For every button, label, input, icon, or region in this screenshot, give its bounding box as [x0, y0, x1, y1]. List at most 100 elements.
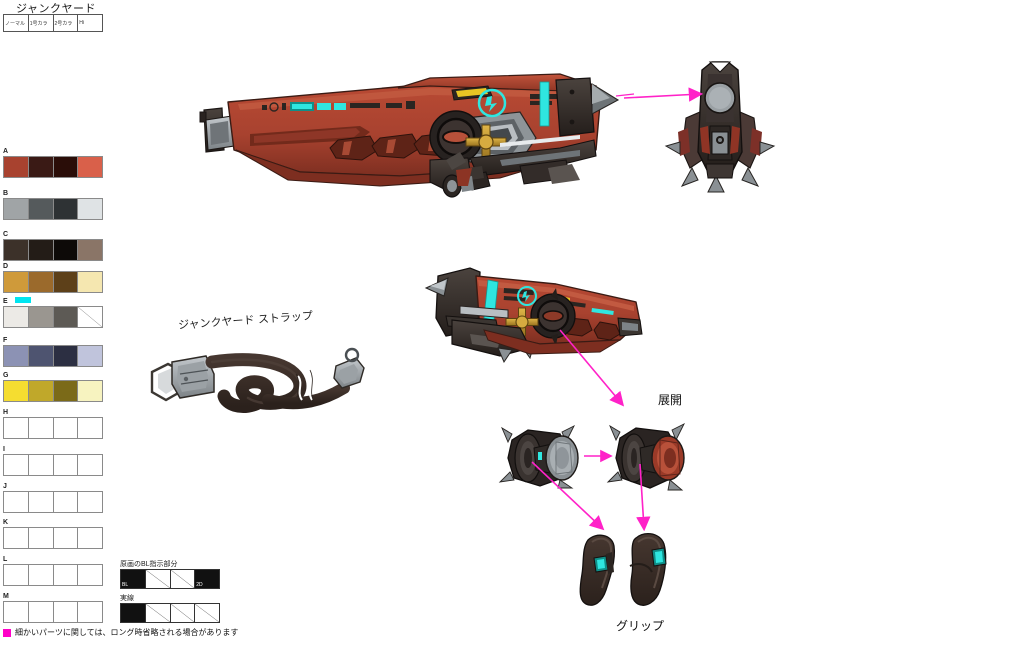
palette-swatch-k-1[interactable] [28, 528, 54, 548]
palette-swatch-f-0[interactable] [4, 346, 29, 366]
palette-swatch-c-2[interactable] [53, 240, 79, 260]
palette-swatch-e-0[interactable] [4, 307, 29, 327]
variant-cell-2[interactable]: 2号カラ [54, 15, 79, 31]
palette-swatch-j-0[interactable] [4, 492, 29, 512]
palette-row-m: M [3, 593, 103, 623]
palette-swatch-e-2[interactable] [53, 307, 79, 327]
mini-table-cell-0-2[interactable] [170, 570, 196, 588]
palette-swatch-b-2[interactable] [53, 199, 79, 219]
palette-row-label: A [3, 148, 9, 155]
palette-row-c: C [3, 231, 103, 261]
palette-swatch-b-3[interactable] [78, 199, 102, 219]
palette-swatch-group [3, 306, 103, 328]
palette-swatch-l-2[interactable] [53, 565, 79, 585]
palette-swatch-k-2[interactable] [53, 528, 79, 548]
palette-swatch-g-0[interactable] [4, 381, 29, 401]
palette-row-i: I [3, 446, 103, 476]
mini-table-cell-0-3[interactable]: 2D [195, 570, 219, 588]
palette-swatch-f-3[interactable] [78, 346, 102, 366]
palette-row-h: H [3, 409, 103, 439]
palette-row-l: L [3, 556, 103, 586]
footer-marker-icon [3, 628, 11, 637]
palette-swatch-c-0[interactable] [4, 240, 29, 260]
palette-swatch-j-2[interactable] [53, 492, 79, 512]
palette-swatch-a-3[interactable] [78, 157, 102, 177]
mini-table-cell-0-1[interactable] [145, 570, 171, 588]
mechanism-open [606, 422, 686, 491]
palette-swatch-e-1[interactable] [28, 307, 54, 327]
palette-swatch-h-0[interactable] [4, 418, 29, 438]
palette-swatch-l-3[interactable] [78, 565, 102, 585]
palette-swatch-h-1[interactable] [28, 418, 54, 438]
palette-swatch-e-3[interactable] [78, 307, 102, 327]
palette-swatch-f-1[interactable] [28, 346, 54, 366]
palette-row-label: K [3, 519, 9, 526]
palette-swatch-d-2[interactable] [53, 272, 79, 292]
palette-swatch-d-3[interactable] [78, 272, 102, 292]
palette-swatch-l-0[interactable] [4, 565, 29, 585]
palette-row-e: E [3, 297, 103, 328]
palette-swatch-b-0[interactable] [4, 199, 29, 219]
palette-swatch-h-3[interactable] [78, 418, 102, 438]
palette-swatch-m-3[interactable] [78, 602, 102, 622]
palette-swatch-a-2[interactable] [53, 157, 79, 177]
palette-swatch-i-0[interactable] [4, 455, 29, 475]
palette-swatch-h-2[interactable] [53, 418, 79, 438]
palette-swatch-j-3[interactable] [78, 492, 102, 512]
palette-swatch-group [3, 491, 103, 513]
palette-swatch-k-3[interactable] [78, 528, 102, 548]
grip-right [629, 533, 667, 606]
palette-swatch-m-2[interactable] [53, 602, 79, 622]
palette-swatch-group [3, 156, 103, 178]
grip-left [579, 534, 616, 606]
mini-table-grid [120, 603, 220, 623]
page-title: ジャンクヤード [16, 3, 96, 15]
palette-row-j: J [3, 483, 103, 513]
palette-swatch-c-1[interactable] [28, 240, 54, 260]
palette-swatch-group [3, 564, 103, 586]
palette-row-b: B [3, 190, 103, 220]
palette-row-label: D [3, 263, 9, 270]
palette-swatch-i-3[interactable] [78, 455, 102, 475]
palette-row-label: J [3, 483, 7, 490]
palette-swatch-group [3, 380, 103, 402]
palette-row-label: H [3, 409, 9, 416]
palette-swatch-c-3[interactable] [78, 240, 102, 260]
palette-swatch-m-0[interactable] [4, 602, 29, 622]
palette-swatch-g-1[interactable] [28, 381, 54, 401]
mini-table-cell-0-0[interactable]: BL [121, 570, 146, 588]
footer-note-text: 細かいパーツに関しては、ロング時省略される場合があります [15, 628, 239, 637]
variant-cell-0[interactable]: ノーマル [4, 15, 29, 31]
palette-swatch-g-2[interactable] [53, 381, 79, 401]
palette-swatch-f-2[interactable] [53, 346, 79, 366]
weapon-front-view [664, 61, 776, 193]
palette-swatch-l-1[interactable] [28, 565, 54, 585]
palette-swatch-j-1[interactable] [28, 492, 54, 512]
weapon-second-view [424, 267, 643, 364]
variant-cell-1[interactable]: 1号カラ [29, 15, 54, 31]
palette-row-label: B [3, 190, 9, 197]
palette-row-label: C [3, 231, 9, 238]
mini-table-cell-1-3[interactable] [195, 604, 219, 622]
palette-row-marker-icon [15, 297, 31, 303]
strap-illustration [150, 347, 365, 413]
palette-swatch-k-0[interactable] [4, 528, 29, 548]
variant-cell-3[interactable]: Hi [79, 20, 84, 26]
palette-swatch-m-1[interactable] [28, 602, 54, 622]
palette-swatch-i-2[interactable] [53, 455, 79, 475]
palette-row-label: G [3, 372, 9, 379]
palette-swatch-a-1[interactable] [28, 157, 54, 177]
annotation-deploy-label: 展開 [658, 393, 683, 407]
palette-swatch-d-1[interactable] [28, 272, 54, 292]
palette-swatch-b-1[interactable] [28, 199, 54, 219]
palette-swatch-i-1[interactable] [28, 455, 54, 475]
palette-swatch-g-3[interactable] [78, 381, 102, 401]
palette-swatch-a-0[interactable] [4, 157, 29, 177]
palette-swatch-group [3, 239, 103, 261]
palette-swatch-d-0[interactable] [4, 272, 29, 292]
mini-table-cell-1-1[interactable] [145, 604, 171, 622]
mini-table-cell-1-2[interactable] [170, 604, 196, 622]
mini-table-cell-1-0[interactable] [121, 604, 146, 622]
palette-row-g: G [3, 372, 103, 402]
